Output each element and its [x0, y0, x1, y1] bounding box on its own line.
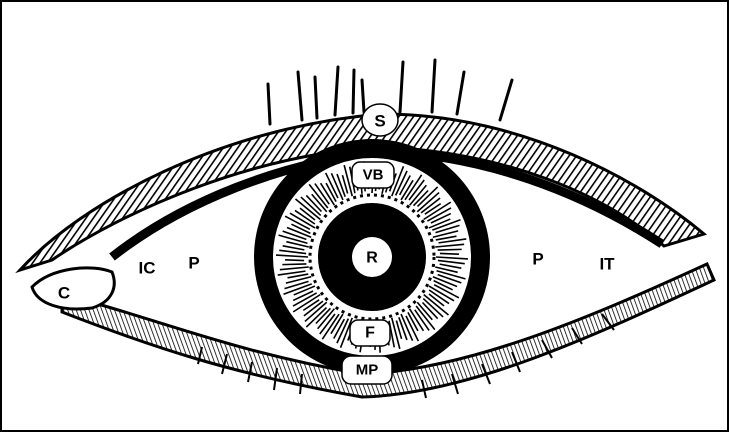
iris-striation [440, 253, 459, 254]
caruncle [32, 268, 114, 309]
label-f: F [365, 325, 375, 342]
label-p-left: P [188, 254, 199, 273]
iris-striation [282, 264, 306, 265]
label-it: IT [599, 255, 615, 274]
label-r: R [366, 250, 378, 267]
label-s: S [374, 112, 385, 131]
label-ic: IC [139, 259, 156, 278]
iris-striation [285, 260, 304, 261]
iris-striation [438, 249, 462, 250]
label-p-right: P [532, 250, 543, 269]
label-vb: VB [363, 167, 384, 184]
label-c: C [58, 284, 70, 303]
label-mp: MP [356, 362, 379, 379]
